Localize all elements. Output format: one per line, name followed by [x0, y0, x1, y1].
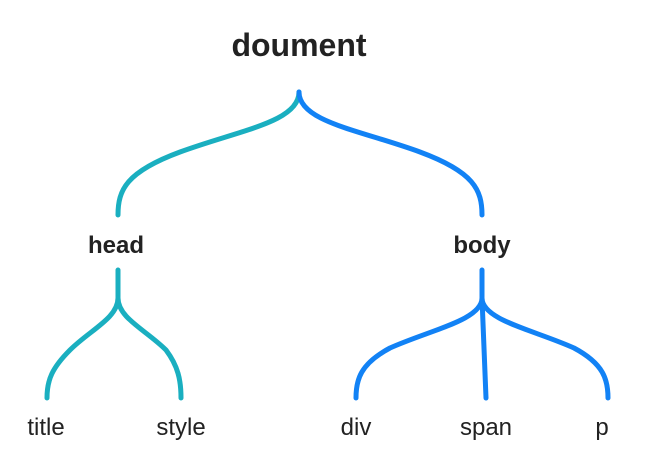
edge-body-div [353, 267, 485, 401]
edge-root-body [296, 89, 485, 218]
node-title: title [27, 414, 64, 441]
node-document: doument [231, 27, 366, 63]
edge-head-title [44, 267, 121, 401]
node-head: head [88, 232, 144, 259]
node-p: p [595, 414, 608, 441]
edge-head-style [115, 295, 184, 401]
node-body: body [453, 232, 511, 259]
edge-body-p [479, 295, 611, 401]
node-div: div [341, 414, 372, 441]
node-style: style [156, 414, 205, 441]
edge-root-head [115, 89, 302, 218]
edge-body-span [479, 295, 489, 401]
node-span: span [460, 414, 512, 441]
